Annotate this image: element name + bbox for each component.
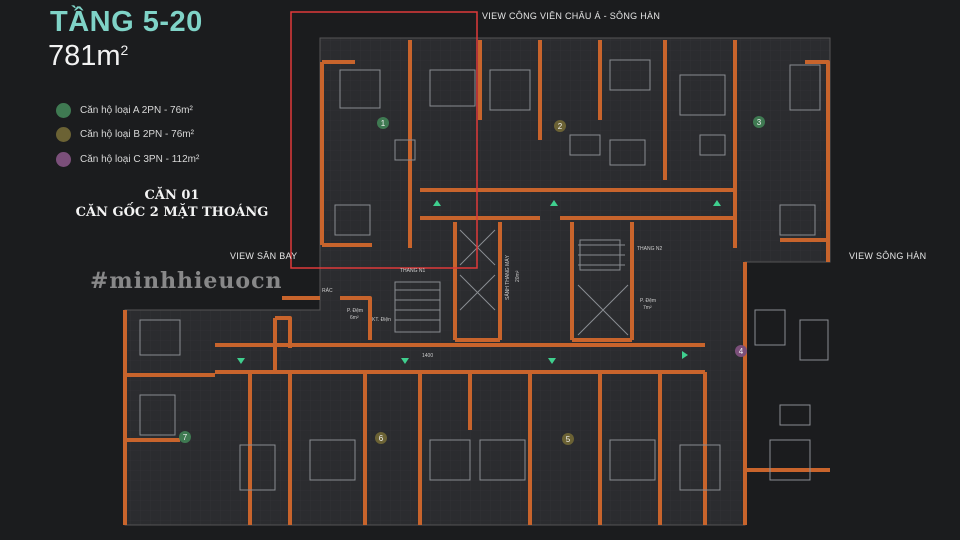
floor-area-value: 781m (48, 40, 121, 72)
legend-dot-icon (56, 102, 71, 118)
corridor-arrows (237, 200, 721, 364)
unit-marker-7 (179, 431, 191, 443)
kt-dien-label: KT. Điện (372, 317, 391, 323)
unit-marker-3 (753, 116, 765, 128)
highlight-line-2: CĂN GỐC 2 MẶT THOÁNG (75, 205, 269, 220)
unit-marker-6 (375, 432, 387, 444)
legend-label: Căn hộ loại B 2PN - 76m² (80, 128, 194, 140)
legend-item-type-b: Căn hộ loại B 2PN - 76m² (56, 126, 194, 142)
unit-number-2: 2 (558, 122, 563, 131)
unit-number-6: 6 (379, 434, 384, 443)
floor-area-sup: 2 (120, 42, 129, 58)
unit-number-1: 1 (381, 119, 386, 128)
legend-item-type-a: Căn hộ loại A 2PN - 76m² (56, 102, 193, 118)
floor-area: 781m2 (48, 40, 128, 73)
unit-markers: 1 2 3 4 5 6 7 (179, 116, 765, 445)
unit-marker-1 (377, 117, 389, 129)
corridor-width-label: 1400 (422, 353, 434, 359)
unit-marker-2 (554, 120, 566, 132)
legend-dot-icon (56, 151, 71, 167)
unit-number-4: 4 (739, 347, 744, 356)
unit-marker-4 (735, 345, 747, 357)
lobby-area-label: 20m² (515, 270, 521, 282)
view-left-label: VIEW SÂN BAY (230, 251, 298, 261)
unit-number-5: 5 (566, 435, 571, 444)
lobby-label: SẢNH THANG MÁY (505, 255, 511, 300)
buffer-right-label: P. Đệm (640, 298, 657, 304)
legend-label: Căn hộ loại C 3PN - 112m² (80, 153, 200, 165)
stair-n1-label: THANG N1 (400, 268, 426, 274)
view-top-label: VIEW CÔNG VIÊN CHÂU Á - SÔNG HÀN (482, 11, 661, 21)
view-right-label: VIEW SÔNG HÀN (849, 251, 927, 261)
highlight-frame (290, 11, 478, 269)
wall-structure (123, 40, 830, 525)
rac-label: RÁC (322, 288, 333, 294)
floor-title: TẦNG 5-20 (50, 6, 203, 38)
unit-marker-5 (562, 433, 574, 445)
unit-number-7: 7 (183, 433, 188, 442)
stair-n2-label: THANG N2 (637, 246, 663, 252)
legend-item-type-c: Căn hộ loại C 3PN - 112m² (56, 151, 199, 167)
unit-number-3: 3 (757, 118, 762, 127)
buffer-left-label: P. Đệm (347, 308, 364, 314)
watermark-text: #minhhieuocn (90, 268, 283, 294)
buffer-left-area: 6m² (350, 315, 359, 321)
highlight-line-1: CĂN 01 (144, 188, 200, 203)
legend-dot-icon (56, 126, 71, 142)
buffer-right-area: 7m² (643, 305, 652, 311)
legend-label: Căn hộ loại A 2PN - 76m² (80, 104, 193, 116)
